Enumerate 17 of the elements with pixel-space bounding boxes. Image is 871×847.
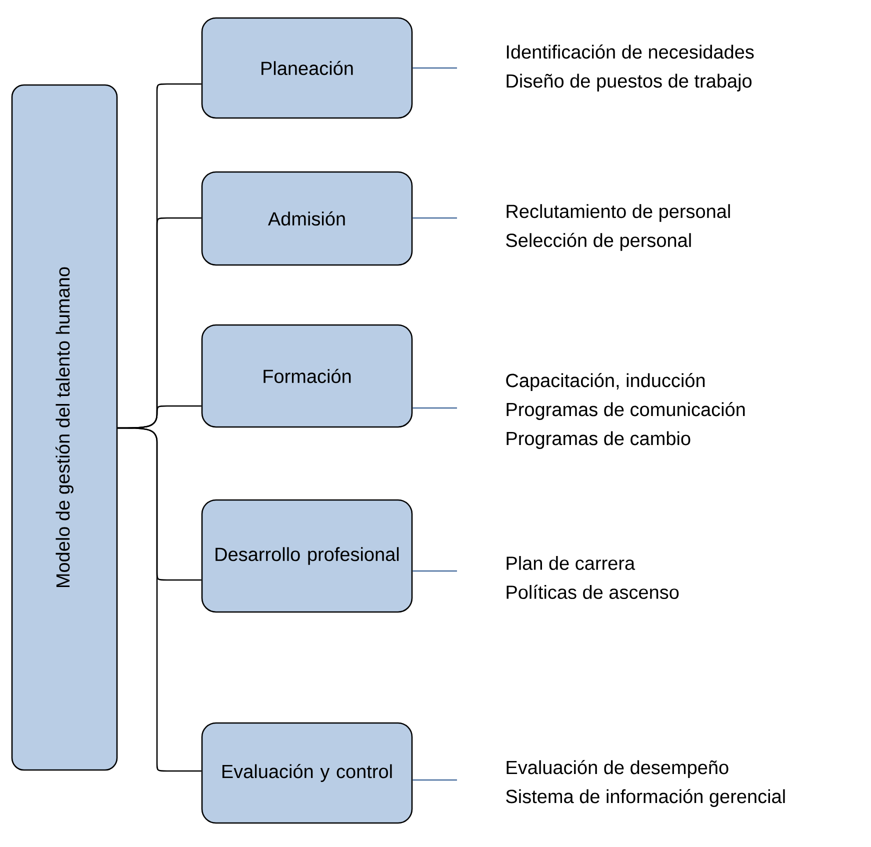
process-box: Desarrollo profesional (201, 499, 413, 613)
process-box: Admisión (201, 171, 413, 266)
process-box: Planeación (201, 17, 413, 119)
bracketed-list: Identificación de necesidades Diseño de puestos de trabajo (506, 44, 754, 92)
connector-line (412, 67, 457, 69)
connector-line (412, 779, 457, 781)
bracketed-list: Evaluación de desempeño Sistema de información gerencial (506, 760, 785, 807)
connector-line (412, 407, 457, 409)
connector-line (412, 217, 457, 219)
bracketed-list: Capacitación, inducción Programas de comunicación Programas de cambio (506, 373, 745, 449)
model-box: Modelo de gestión del talento humano (11, 84, 118, 771)
connector-line (118, 427, 202, 772)
bracketed-list: Plan de carrera Políticas de ascenso (506, 556, 679, 599)
connector-line (412, 570, 457, 572)
process-box: Evaluación y control (201, 722, 413, 824)
process-box: Formación (201, 324, 413, 428)
bracketed-list: Reclutamiento de personal Selección de personal (506, 204, 730, 251)
